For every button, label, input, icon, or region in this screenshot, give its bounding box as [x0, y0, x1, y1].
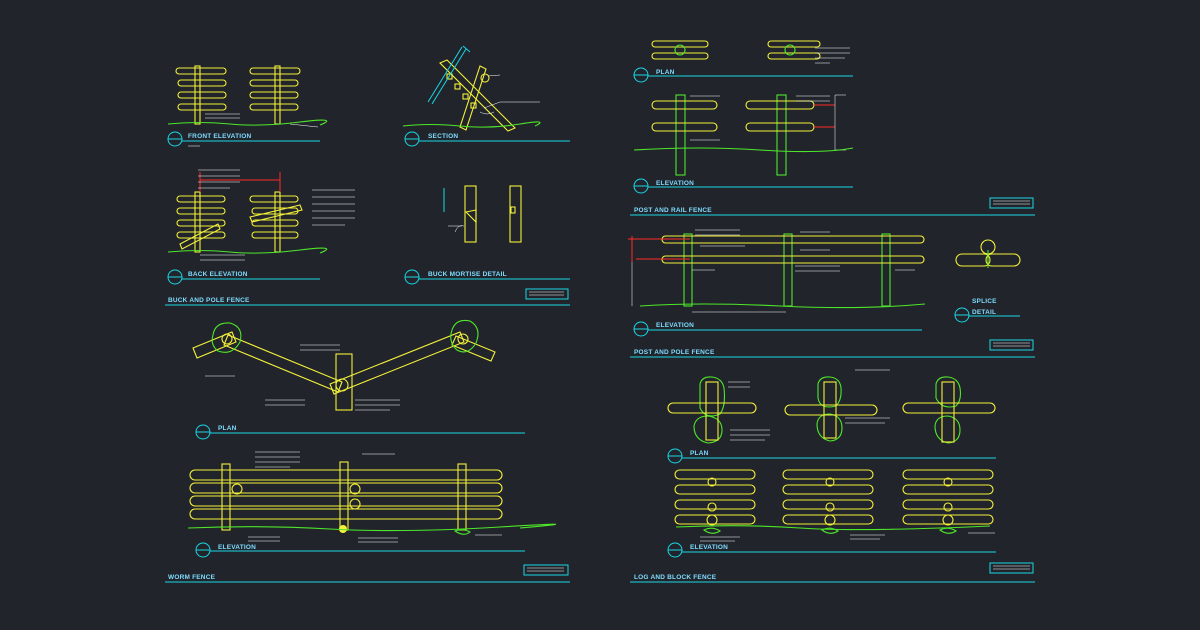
worm-fence-plan-drawing	[192, 319, 496, 411]
worm-plan-label: PLAN	[218, 425, 237, 432]
post-pole-elevation-title: ELEVATION	[633, 321, 922, 337]
lb-plan-label: PLAN	[690, 450, 709, 457]
log-block-fence-label: LOG AND BLOCK FENCE	[634, 574, 717, 581]
post-pole-elevation-drawing	[628, 229, 926, 313]
post-rail-fence-label: POST AND RAIL FENCE	[634, 207, 712, 214]
worm-fence-sheet-title: WORM FENCE	[165, 564, 570, 583]
log-block-fence-sheet-title: LOG AND BLOCK FENCE	[630, 562, 1035, 583]
lb-elevation-label: ELEVATION	[690, 544, 728, 551]
log-block-plan-drawing	[667, 369, 996, 444]
section-title: SECTION	[404, 131, 570, 147]
buck-pole-fence-label: BUCK AND POLE FENCE	[168, 297, 250, 304]
buck-pole-fence-sheet-title: BUCK AND POLE FENCE	[165, 288, 570, 306]
section-drawing	[402, 45, 541, 132]
post-rail-elevation-title: ELEVATION	[633, 178, 853, 194]
back-elevation-title: BACK ELEVATION	[167, 269, 320, 285]
splice-detail-drawing	[955, 239, 1021, 268]
post-pole-fence-label: POST AND POLE FENCE	[634, 349, 715, 356]
front-elevation-title: FRONT ELEVATION	[167, 131, 320, 147]
pr-plan-label: PLAN	[656, 69, 675, 76]
splice-label: SPLICE	[972, 298, 997, 305]
post-rail-plan-drawing	[651, 40, 850, 64]
post-pole-fence-sheet-title: POST AND POLE FENCE	[630, 339, 1035, 358]
splice-detail-label: DETAIL	[972, 309, 996, 316]
pr-elevation-label: ELEVATION	[656, 180, 694, 187]
back-elevation-drawing	[167, 169, 355, 261]
section-label: SECTION	[428, 133, 458, 140]
front-elevation-label: FRONT ELEVATION	[188, 133, 252, 140]
log-block-plan-title: PLAN	[667, 448, 996, 464]
worm-fence-label: WORM FENCE	[168, 574, 216, 581]
worm-elevation-label: ELEVATION	[218, 544, 256, 551]
buck-mortise-detail-label: BUCK MORTISE DETAIL	[428, 271, 507, 278]
splice-detail-title: SPLICE DETAIL	[954, 298, 1020, 323]
pp-elevation-label: ELEVATION	[656, 322, 694, 329]
log-block-elevation-title: ELEVATION	[667, 542, 996, 558]
log-block-elevation-drawing	[674, 469, 995, 542]
worm-fence-elevation-title: ELEVATION	[195, 542, 525, 558]
back-elevation-label: BACK ELEVATION	[188, 271, 248, 278]
front-elevation-drawing	[167, 65, 328, 128]
post-rail-fence-sheet-title: POST AND RAIL FENCE	[630, 197, 1035, 216]
post-rail-plan-title: PLAN	[633, 67, 853, 83]
buck-mortise-detail-drawing	[443, 185, 522, 243]
worm-fence-plan-title: PLAN	[195, 424, 525, 440]
worm-fence-elevation-drawing	[187, 451, 556, 543]
buck-mortise-detail-title: BUCK MORTISE DETAIL	[404, 269, 570, 285]
post-rail-elevation-drawing	[633, 94, 854, 176]
